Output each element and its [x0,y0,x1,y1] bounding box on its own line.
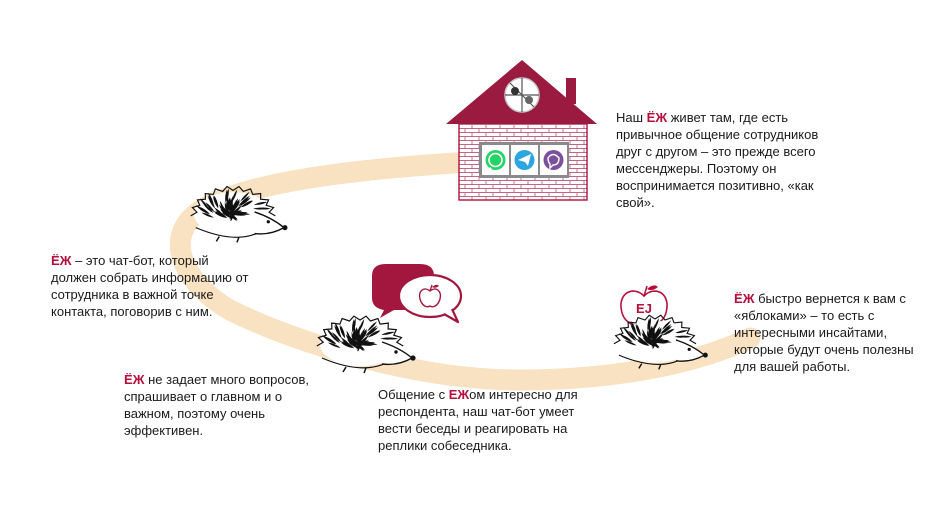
hedgehog-face [675,339,708,362]
hedgehog-face [254,211,288,235]
text-short: ЁЖ не задает много вопросов, спрашивает … [124,372,309,438]
hedgehog-face [381,341,416,366]
hedgehog-spines [195,188,271,222]
apple-label: EJ [636,301,652,316]
house [446,60,597,201]
text-dialog: Общение с ЕЖом интересно для респондента… [378,387,578,453]
house-chimney [566,78,576,104]
telegram-icon [514,150,535,170]
bubble-white [397,273,463,319]
text-intro: ЁЖ – это чат-бот, который должен собрать… [51,253,249,319]
viber-icon [543,150,564,170]
hedgehog-spines [321,317,399,352]
hedgehog-top [190,185,288,243]
hedgehog-spines [618,317,692,350]
whatsapp-icon [485,150,506,170]
text-apples: ЁЖ быстро вернется к вам с «яблоками» – … [734,291,914,374]
speech-bubbles [372,264,463,324]
hedgehog-right [613,314,708,370]
text-house: Наш ЁЖ живет там, где есть привычное общ… [616,110,819,210]
journey-path [169,149,761,391]
hedgehog-middle [316,315,416,374]
roof-window-icon [504,77,540,113]
apple-icon [418,284,442,308]
